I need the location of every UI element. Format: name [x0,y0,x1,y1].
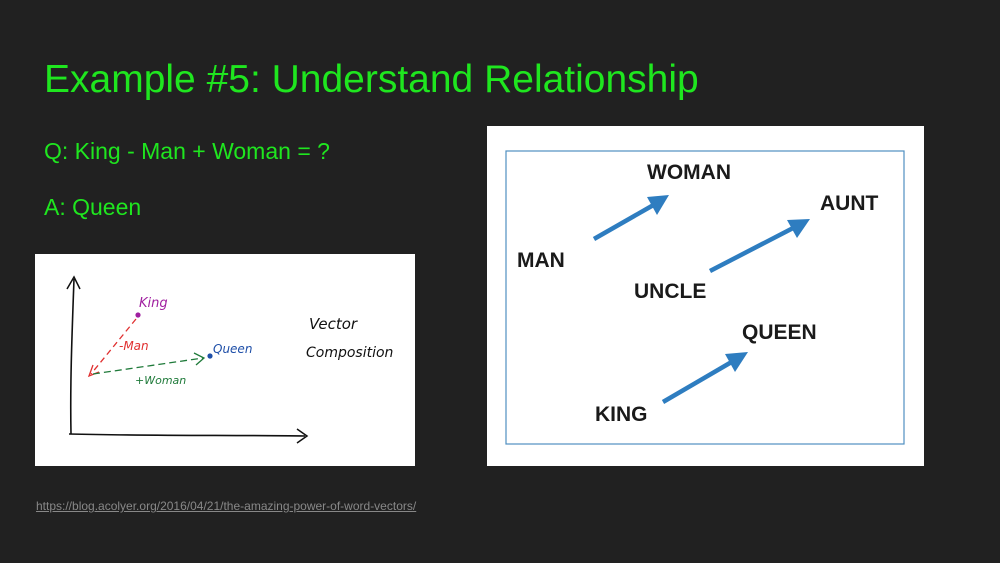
minus-man-label: -Man [119,339,149,353]
arrow-man-woman [592,195,669,241]
vector-sketch-image: King -Man +Woman Queen Vector Compositio… [35,254,415,466]
vector-note-line2: Composition [306,345,393,361]
question-text: Q: King - Man + Woman = ? [44,138,330,164]
arrow-uncle-aunt [708,219,810,273]
word-woman: WOMAN [647,161,731,184]
word-uncle: UNCLE [634,280,706,303]
vector-note-line1: Vector [309,315,358,333]
source-link[interactable]: https://blog.acolyer.org/2016/04/21/the-… [36,499,417,513]
word-analogy-diagram: WOMAN MAN AUNT UNCLE QUEEN KING [487,126,924,466]
word-man: MAN [517,249,565,272]
word-aunt: AUNT [820,192,878,215]
word-queen: QUEEN [742,321,817,344]
word-king: KING [595,403,648,426]
king-point [135,312,141,318]
plus-woman-label: +Woman [135,374,186,387]
sketch-axes [66,275,309,444]
queen-point [207,353,213,359]
answer-text: A: Queen [44,194,142,220]
slide-title: Example #5: Understand Relationship [44,58,699,101]
diagram-frame [505,150,905,445]
arrow-king-queen [661,352,748,404]
queen-label: Queen [213,342,252,356]
plus-woman-vector [92,352,206,375]
king-label: King [139,296,168,311]
